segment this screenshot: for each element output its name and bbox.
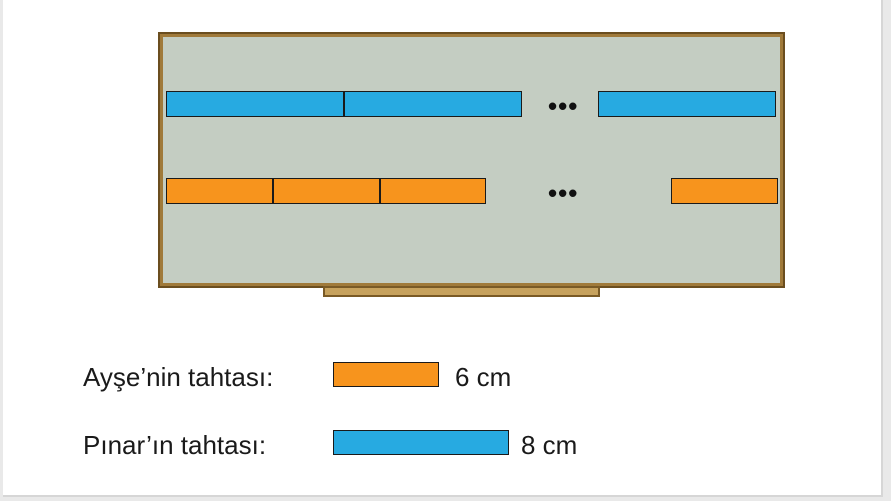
blue-board-strip (598, 91, 776, 117)
chalkboard (158, 32, 785, 288)
orange-board-strip (380, 178, 486, 204)
blue-board-strip (166, 91, 344, 117)
ayse-legend-value: 6 cm (455, 362, 512, 392)
blue-board-strip (344, 91, 522, 117)
pinar-legend-value: 8 cm (521, 430, 578, 460)
pinar-legend-label: Pınar’ın tahtası: (83, 430, 267, 460)
figure-card: ••• ••• Ayşe’nin tahtası: 6 cm Pınar’ın … (3, 0, 883, 497)
orange-board-strip (166, 178, 273, 204)
blue-row-ellipsis: ••• (548, 91, 579, 121)
pinar-legend-swatch (333, 430, 509, 455)
ayse-legend-swatch (333, 362, 439, 387)
orange-board-strip (273, 178, 380, 204)
orange-row-ellipsis: ••• (548, 178, 579, 208)
ayse-legend-label: Ayşe’nin tahtası: (83, 362, 274, 392)
orange-board-strip (671, 178, 778, 204)
chalkboard-ledge (323, 286, 600, 297)
